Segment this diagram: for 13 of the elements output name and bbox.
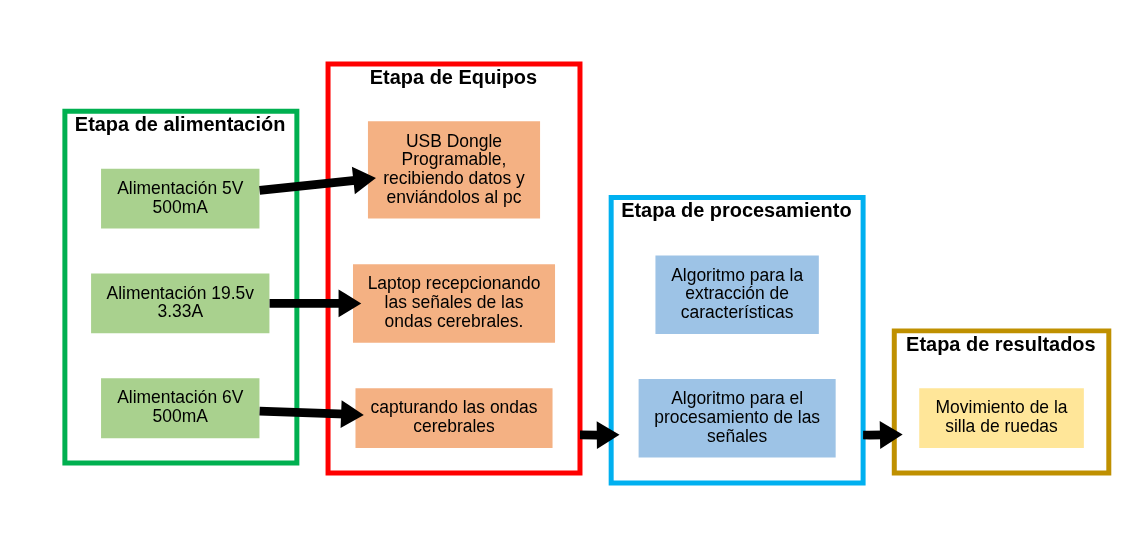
node-box: capturando las ondas cerebrales [355, 387, 553, 448]
node-box: Alimentación 5V 500mA [101, 168, 260, 229]
arrow [579, 420, 620, 449]
node-box: Movimiento de la silla de ruedas [919, 387, 1084, 448]
node-box: Alimentación 6V 500mA [101, 377, 260, 438]
arrow [863, 420, 903, 449]
node-box: Algoritmo para el procesamiento de las señales [638, 378, 836, 457]
node-box: Laptop recepcionando las señales de las ondas cerebrales. [353, 263, 556, 343]
node-box: Alimentación 19.5v 3.33A [91, 273, 270, 333]
node-box: USB Dongle Programable, recibiendo datos y enviándolos al pc [367, 120, 541, 219]
arrow [269, 289, 362, 317]
arrow [259, 399, 364, 428]
node-box: Algoritmo para la extracción de características [655, 254, 819, 334]
